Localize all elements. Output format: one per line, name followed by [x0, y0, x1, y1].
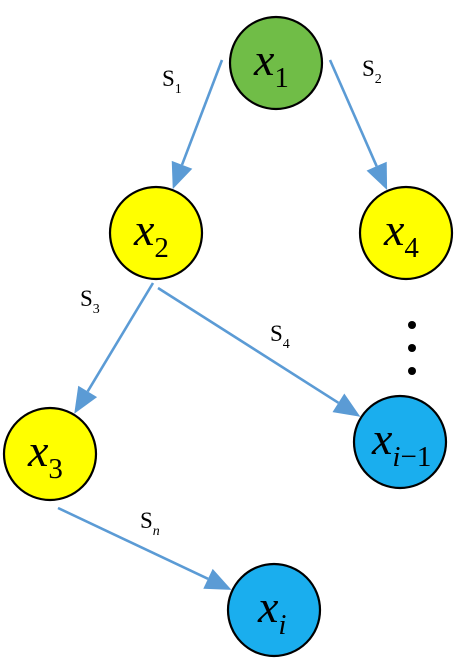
- node-label-base: x: [133, 204, 155, 255]
- edge-label-s4: S4: [270, 321, 290, 352]
- edge-label-s1: S1: [162, 66, 182, 97]
- edge-line-s1: [180, 59, 224, 166]
- node-circle: [2, 406, 98, 502]
- edge-label-s2: S2: [362, 56, 382, 87]
- node-x2: x2: [108, 185, 204, 281]
- edge-label-subscript: 3: [93, 302, 100, 317]
- node-label-base: x: [383, 204, 405, 255]
- node-xi-1: xi−1: [352, 394, 448, 490]
- edge-label-letter: S: [270, 321, 283, 346]
- node-label: xi: [257, 581, 286, 641]
- edge-label-sn: Sn: [140, 508, 160, 539]
- node-label-base: x: [257, 581, 279, 632]
- edge-sn: Sn: [57, 506, 232, 590]
- arrowhead-icon: [171, 160, 193, 190]
- node-label: x3: [27, 425, 63, 485]
- node-circle: [226, 562, 322, 658]
- edge-s1: S1: [162, 59, 224, 190]
- node-x3: x3: [2, 406, 98, 502]
- edge-s2: S2: [328, 56, 388, 190]
- node-label-base: x: [253, 34, 275, 85]
- arrowhead-icon: [203, 568, 232, 590]
- edge-line-sn: [57, 506, 209, 581]
- node-label: x1: [253, 34, 289, 94]
- edge-line-s4: [157, 286, 340, 404]
- vertical-ellipsis-icon: [408, 321, 416, 375]
- edge-label-letter: S: [140, 508, 153, 533]
- node-label: x2: [133, 204, 169, 264]
- node-xi: xi: [226, 562, 322, 658]
- arrowhead-icon: [332, 393, 361, 417]
- edge-label-s3: S3: [80, 286, 100, 317]
- node-label-subscript-var: i: [278, 609, 286, 641]
- edge-label-letter: S: [162, 66, 175, 91]
- node-x1: x1: [228, 15, 324, 111]
- node-label-subscript: −1: [400, 441, 431, 473]
- arrowhead-icon: [366, 161, 388, 190]
- node-label-base: x: [27, 425, 49, 476]
- edge-label-subscript: 1: [175, 82, 182, 97]
- edge-label-subscript: 2: [375, 72, 382, 87]
- node-label-subscript: 1: [274, 62, 289, 94]
- edge-label-subscript: n: [153, 524, 160, 539]
- node-circle: [352, 394, 448, 490]
- node-circle: [228, 15, 324, 111]
- node-label-subscript-var: i: [392, 441, 400, 473]
- edge-line-s2: [328, 59, 378, 167]
- node-circle: [108, 185, 204, 281]
- node-circle: [358, 185, 454, 281]
- edge-label-letter: S: [362, 56, 375, 81]
- edge-s3: S3: [74, 282, 155, 414]
- node-label-subscript: 2: [154, 232, 169, 264]
- node-label-base: x: [371, 413, 393, 464]
- edge-s4: S4: [157, 286, 361, 417]
- node-label: x4: [383, 204, 419, 264]
- node-x4: x4: [358, 185, 454, 281]
- edge-label-letter: S: [80, 286, 93, 311]
- node-label-subscript: 4: [404, 232, 419, 264]
- node-label: xi−1: [371, 413, 431, 473]
- edge-label-subscript: 4: [283, 337, 290, 352]
- edge-line-s3: [86, 282, 155, 393]
- arrowhead-icon: [74, 385, 98, 414]
- node-label-subscript: 3: [48, 453, 63, 485]
